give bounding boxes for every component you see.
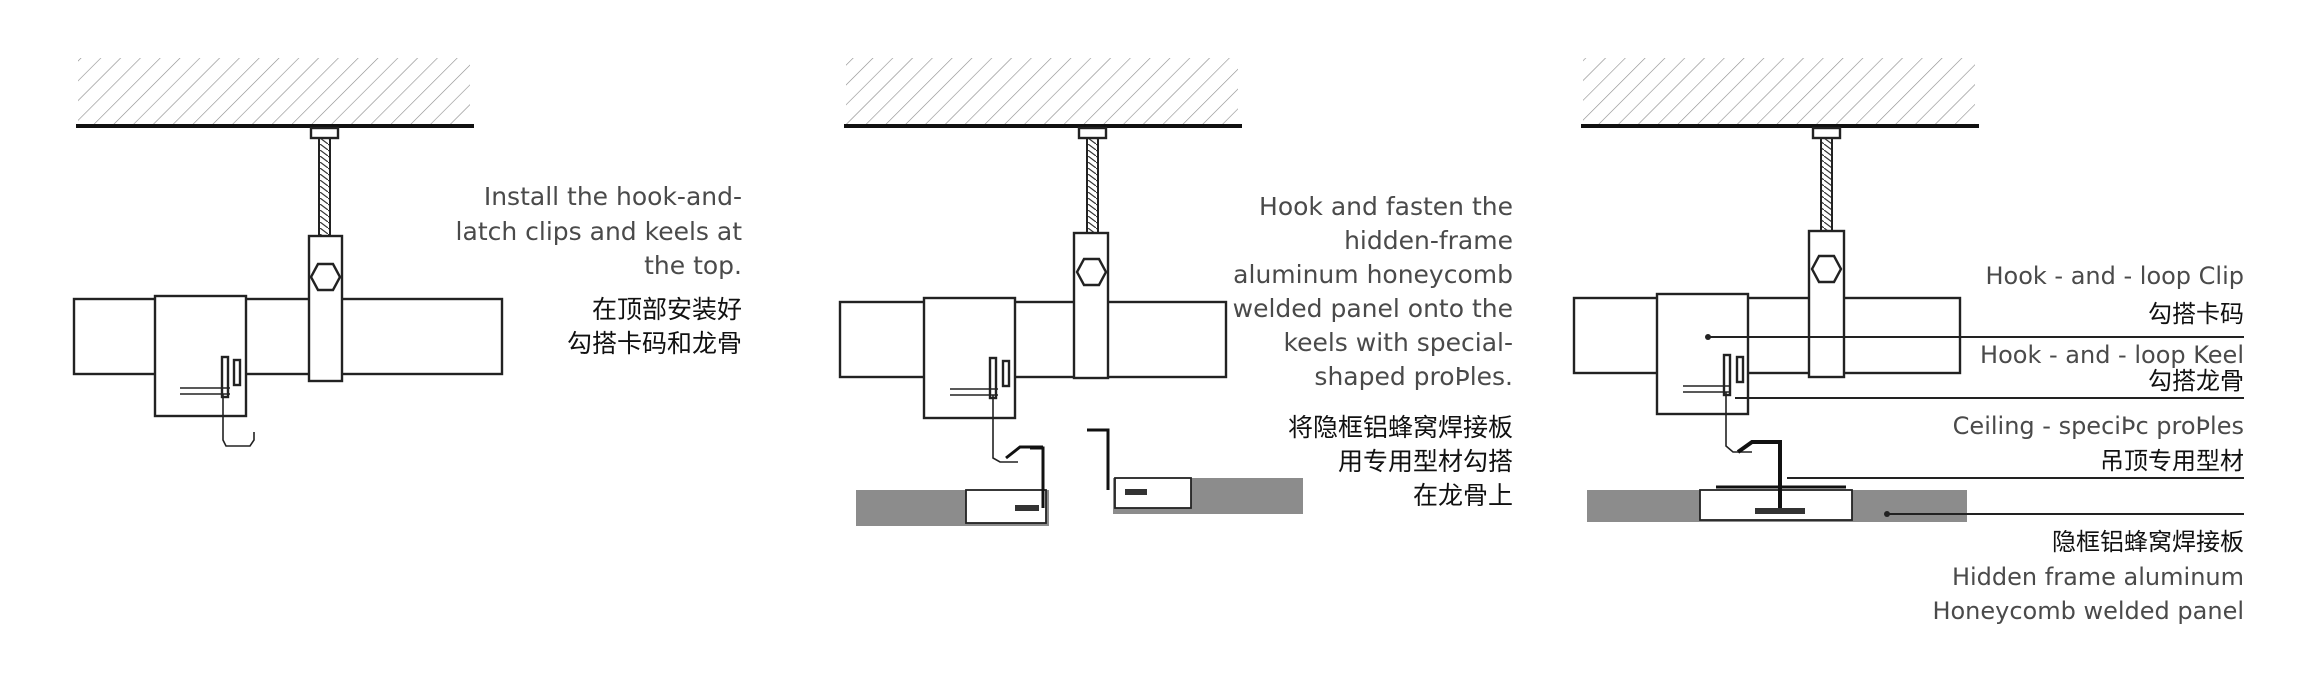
step1-text: Install the hook-and- latch clips and ke… [456,182,743,358]
panel-frame-right [1114,477,1192,509]
step1-desc-en-3: the top. [644,251,742,280]
label-profile-cn: 吊顶专用型材 [2100,447,2244,475]
step1-desc-en-1: Install the hook-and- [484,182,742,211]
profile-foot [1755,508,1805,514]
clip-tab [232,358,242,387]
step1-desc-cn-1: 在顶部安装好 [592,295,742,324]
hook-clip [153,294,248,418]
label-clip-en: Hook - and - loop Clip [1985,262,2244,290]
label-clip-cn: 勾搭卡码 [2148,300,2244,328]
bolt-hex-icon [1810,254,1843,284]
step2-text: Hook and fasten the hidden-frame aluminu… [1233,192,1513,510]
step2-desc-cn-3: 在龙骨上 [1413,481,1513,510]
keel [72,297,504,376]
profile-foot-right [1125,489,1147,495]
step2-desc-en-2: hidden-frame [1344,226,1513,255]
hook-wire [992,395,1018,463]
assembly-step-3 [1572,58,2244,522]
assembly-step-2 [838,58,1303,526]
hook-wire [222,394,255,447]
label-panel-en-1: Hidden frame aluminum [1952,563,2244,591]
step2-desc-cn-1: 将隐框铝蜂窝焊接板 [1288,413,1513,442]
anchor-nut [1811,126,1842,140]
label-panel-en-2: Honeycomb welded panel [1932,597,2244,625]
clip-tab [1001,359,1011,388]
hook-profile-left [1005,445,1043,460]
hanger-bracket [1807,229,1846,379]
clip-tab [220,355,230,399]
ceiling-slab [1583,58,1975,126]
label-profile-en: Ceiling - speciÞc proÞles [1953,412,2244,440]
label-keel-en: Hook - and - loop Keel [1980,341,2244,369]
ceiling-slab [846,58,1238,126]
threaded-rod [1820,137,1833,234]
anchor-nut [1077,126,1108,140]
step2-desc-cn-2: 用专用型材勾搭 [1338,447,1513,476]
step1-desc-en-2: latch clips and keels at [456,217,743,246]
threaded-rod [1086,137,1099,234]
label-keel-cn: 勾搭龙骨 [2148,367,2244,395]
step2-desc-en-6: shaped proÞles. [1314,362,1513,391]
step2-desc-en-1: Hook and fasten the [1259,192,1513,221]
step3-labels: Hook - and - loop Clip 勾搭卡码 Hook - and -… [1932,262,2244,625]
clip-tab [988,356,998,400]
special-profile [1736,440,1782,510]
step2-desc-en-5: keels with special- [1283,328,1513,357]
panel-frame [1699,489,1853,521]
hook-clip [922,296,1017,420]
clip-tab [1735,355,1745,384]
hook-clip [1655,292,1750,416]
step1-desc-cn-2: 勾搭卡码和龙骨 [567,329,742,358]
bolt-hex-icon [1075,257,1108,287]
hanger-bracket [1072,231,1110,380]
keel [838,300,1228,379]
bolt-hex-icon [309,262,342,292]
keel [1572,296,1962,375]
ceiling-slab [78,58,470,126]
profile-foot-left [1015,505,1039,511]
step2-desc-en-3: aluminum honeycomb [1233,260,1513,289]
clip-tab [1722,353,1732,397]
hanger-bracket [307,234,344,383]
label-panel-cn: 隐框铝蜂窝焊接板 [2052,528,2244,556]
hook-wire [1725,392,1752,453]
assembly-step-1 [72,58,504,447]
special-profile-right [1087,428,1110,490]
anchor-nut [309,126,340,140]
threaded-rod [318,137,331,237]
step2-desc-en-4: welded panel onto the [1233,294,1513,323]
